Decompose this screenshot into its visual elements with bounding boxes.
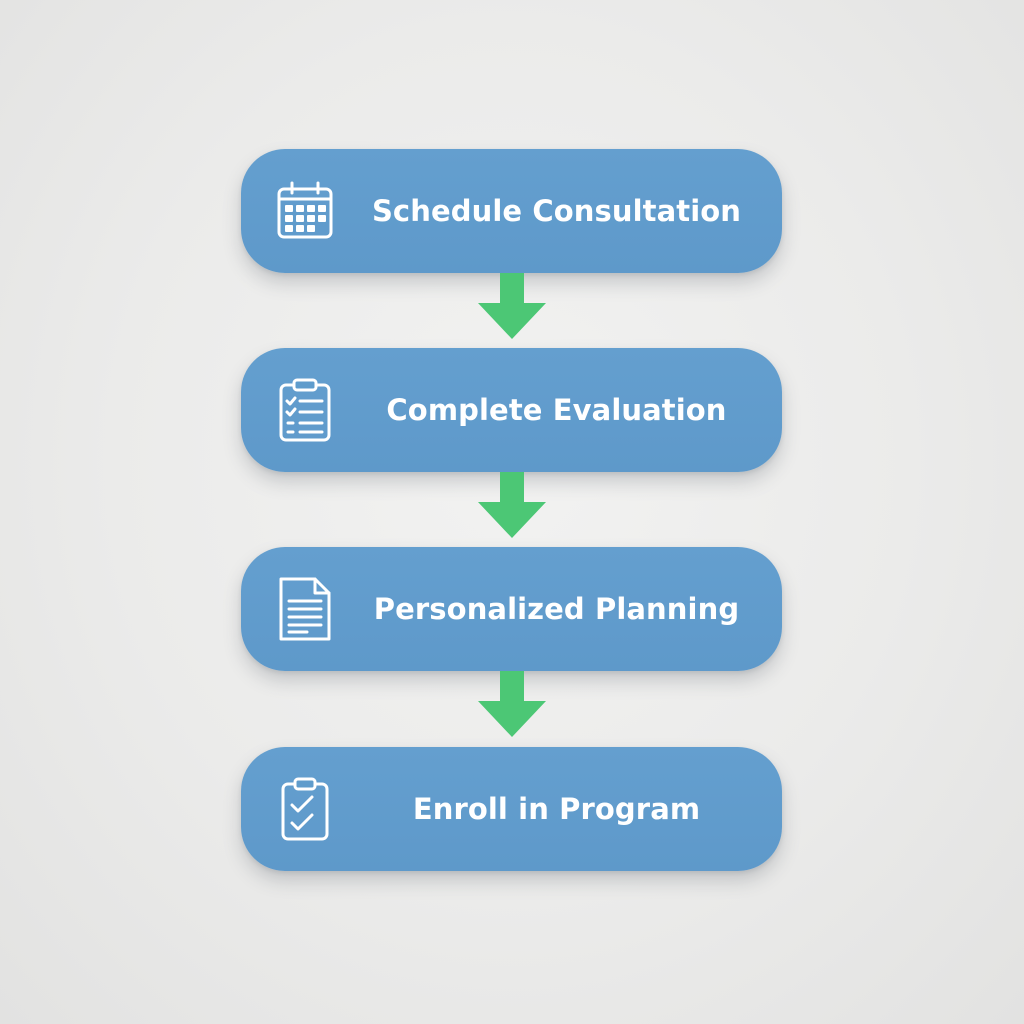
- step-personalized-planning[interactable]: Personalized Planning: [241, 547, 782, 671]
- step-label: Personalized Planning: [373, 592, 740, 626]
- step-label: Complete Evaluation: [386, 393, 727, 427]
- step-label: Enroll in Program: [412, 792, 701, 826]
- clipboard-check-icon: [271, 775, 339, 843]
- step-enroll-in-program[interactable]: Enroll in Program: [241, 747, 782, 871]
- down-arrow-icon: [478, 273, 546, 339]
- step-schedule-consultation[interactable]: Schedule Consultation: [241, 149, 782, 273]
- step-label: Schedule Consultation: [371, 194, 742, 228]
- down-arrow-icon: [478, 671, 546, 737]
- clipboard-checklist-icon: [271, 376, 339, 444]
- step-complete-evaluation[interactable]: Complete Evaluation: [241, 348, 782, 472]
- calendar-icon: [271, 177, 339, 245]
- down-arrow-icon: [478, 472, 546, 538]
- document-icon: [271, 575, 339, 643]
